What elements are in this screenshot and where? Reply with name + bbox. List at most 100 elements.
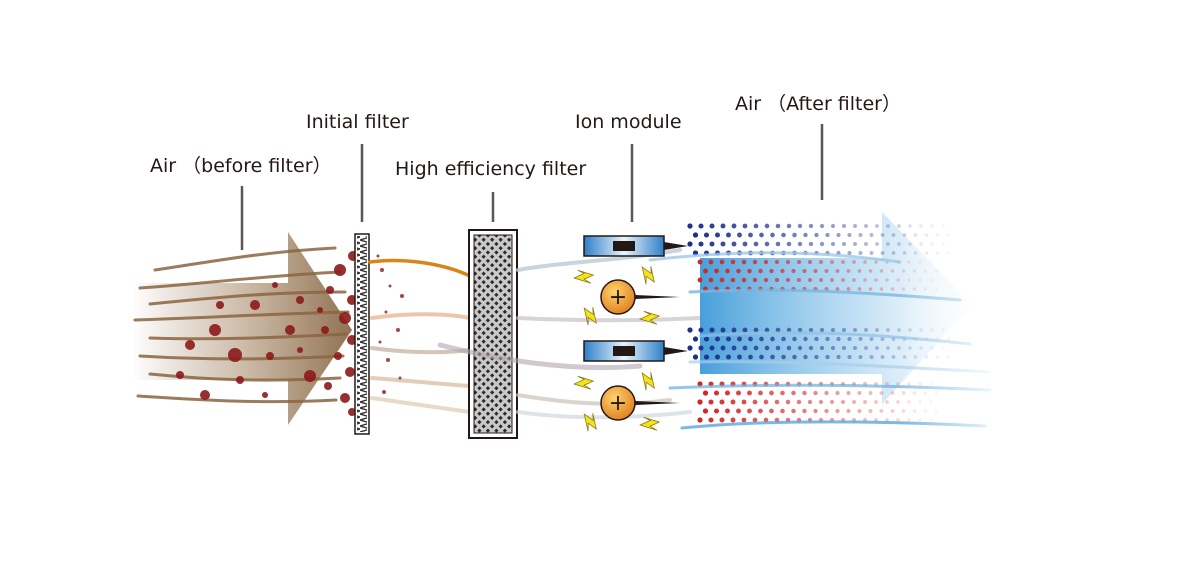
positive-ion-dot	[863, 278, 867, 282]
negative-ion-dot	[764, 223, 770, 229]
dust-particle	[334, 352, 342, 360]
positive-ion-dot	[708, 259, 714, 265]
positive-ion-dot	[769, 390, 774, 396]
positive-ion-dot	[846, 408, 851, 414]
positive-symbol: +	[609, 285, 627, 310]
negative-ion-dot	[808, 327, 814, 333]
positive-ion-dot	[896, 418, 900, 422]
negative-ion-dot	[869, 337, 874, 341]
dust-particle	[236, 376, 244, 384]
negative-ion-dot	[687, 327, 693, 333]
negative-ion-dot	[786, 327, 792, 333]
negative-ion-dot	[709, 241, 715, 247]
positive-ion-dot	[879, 269, 884, 273]
positive-ion-dot	[774, 259, 780, 265]
negative-ion-dot	[737, 354, 742, 360]
negative-ion-dot	[891, 355, 896, 359]
negative-ion-dot	[886, 328, 890, 332]
positive-ion-dot	[857, 391, 862, 395]
positive-ion-dot	[769, 268, 774, 274]
positive-ion-dot	[758, 268, 763, 274]
label-initial-filter: Initial filter	[306, 111, 409, 133]
dust-particle	[200, 390, 210, 400]
negative-ion-dot	[886, 346, 890, 350]
negative-ion-dot	[770, 336, 775, 342]
fine-dust-particle	[382, 390, 386, 394]
negative-ion-dot	[726, 336, 731, 342]
positive-ion-dot	[730, 417, 736, 423]
negative-ion-dot	[814, 354, 819, 360]
positive-ion-dot	[852, 400, 856, 404]
spark-icon	[641, 266, 655, 285]
positive-ion-dot	[724, 390, 731, 396]
positive-ion-dot	[813, 269, 818, 273]
positive-ion-dot	[890, 287, 895, 291]
initial-filter	[354, 233, 370, 435]
positive-ion-dot	[763, 259, 769, 265]
dust-particle	[266, 352, 274, 360]
fine-dust-particle	[400, 294, 404, 298]
dust-particle	[348, 408, 356, 416]
negative-ion-dot	[764, 327, 770, 333]
positive-ion-dot	[896, 400, 900, 404]
fine-dust-particle	[398, 376, 402, 380]
negative-ion-dot	[880, 233, 885, 237]
positive-ion-dot	[863, 260, 867, 264]
positive-ion-dot	[708, 417, 714, 423]
positive-ion-dot	[840, 399, 846, 405]
positive-ion-dot	[796, 259, 802, 265]
negative-ion-dot	[720, 345, 726, 351]
dust-particle	[185, 340, 195, 350]
negative-ion-dot	[808, 223, 814, 229]
label-air-after-filter: Air （After filter）	[735, 93, 901, 115]
fine-dust-particle	[378, 340, 382, 344]
negative-ion-dot	[692, 354, 699, 360]
negative-ion-dot	[703, 336, 710, 342]
positive-ion-dot	[758, 408, 763, 414]
negative-ion-dot	[792, 354, 797, 360]
positive-ion-dot	[846, 287, 851, 291]
positive-ion-dot	[736, 390, 741, 396]
positive-ion-dot	[879, 287, 884, 291]
positive-ion-dot	[741, 277, 747, 283]
positive-ion-dot	[736, 408, 741, 414]
negative-ion-dot	[875, 224, 879, 228]
negative-ion-dot	[864, 328, 868, 332]
negative-ion-dot	[891, 251, 896, 255]
negative-ion-dot	[748, 232, 753, 238]
negative-ion-dot	[792, 232, 797, 238]
positive-ion-dot	[769, 408, 774, 414]
negative-ion-dot	[869, 233, 874, 237]
negative-ion-dot	[775, 241, 781, 247]
negative-ion-dot	[803, 336, 808, 342]
positive-ion-dot	[725, 268, 730, 274]
negative-ion-dot	[726, 354, 731, 360]
positive-ion-dot	[857, 269, 862, 273]
positive-ion-dot	[708, 399, 714, 405]
negative-ion-dot	[847, 250, 852, 256]
fine-dust-particle	[388, 284, 392, 288]
negative-ion-dot	[858, 250, 863, 256]
label-air-before-filter: Air （before filter）	[150, 155, 332, 177]
dust-particle	[321, 326, 329, 334]
negative-ion-dot	[797, 241, 803, 247]
negative-ion-dot	[703, 354, 710, 360]
positive-ion-dot	[857, 409, 862, 413]
negative-ion-dot	[864, 242, 868, 246]
negative-ion-dot	[814, 232, 819, 238]
spark-icon	[639, 416, 661, 431]
positive-ion-dot	[752, 399, 758, 405]
spark-icon	[573, 269, 595, 284]
label-ion-module: Ion module	[575, 111, 682, 133]
positive-ion-dot	[874, 260, 878, 264]
positive-ion-dot	[830, 278, 834, 282]
negative-ion-dot	[781, 232, 786, 238]
negative-ion-emitter-top	[583, 235, 688, 257]
positive-ion-dot	[780, 390, 785, 396]
negative-ion-dot	[886, 242, 890, 246]
negative-ion-dot	[692, 232, 699, 238]
positive-ion-dot	[697, 399, 703, 405]
positive-symbol: +	[609, 391, 627, 416]
negative-ion-dot	[836, 232, 841, 238]
negative-ion-dot	[897, 328, 901, 332]
